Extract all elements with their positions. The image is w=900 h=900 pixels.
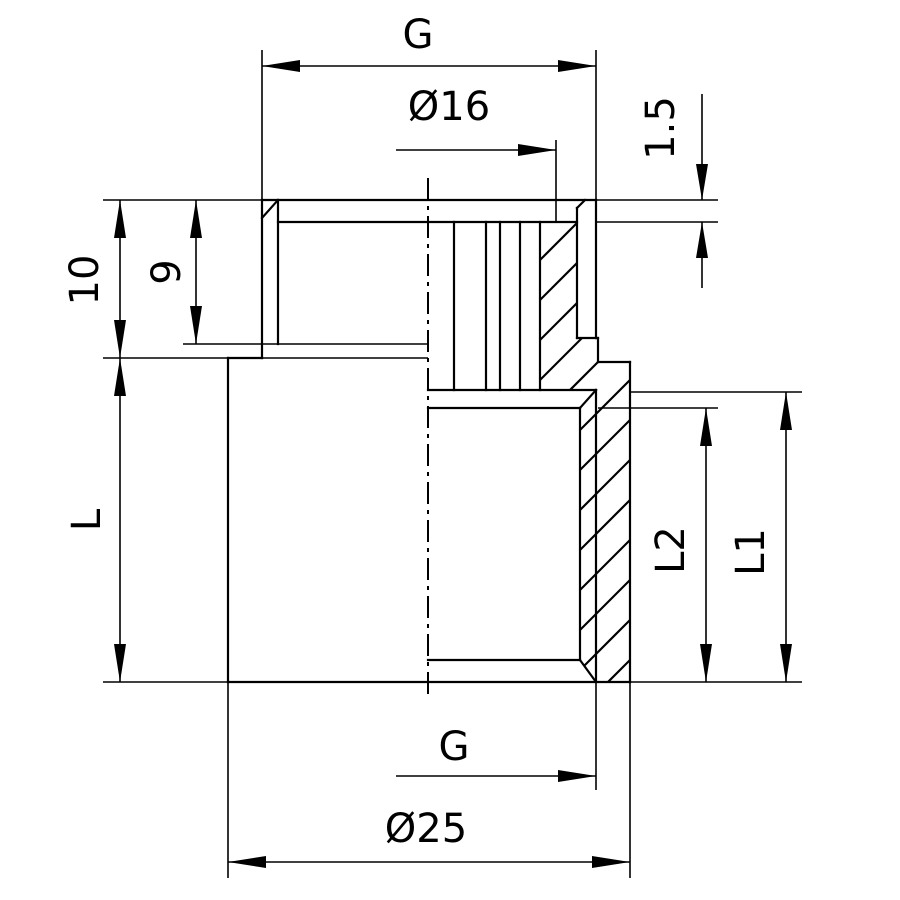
label-outer-diameter: Ø25 (385, 806, 467, 852)
extension-lines (103, 50, 802, 878)
label-top-depth: 10 (62, 255, 108, 306)
dim-top-depth: 10 (62, 200, 126, 358)
label-bottom-thread: G (439, 724, 470, 770)
part-outline (226, 198, 632, 684)
dim-top-thread: G (262, 12, 596, 72)
dim-bore-l2: L2 (648, 408, 712, 682)
label-lower-length: L (64, 508, 110, 531)
section-hatching (540, 222, 630, 682)
label-bore-l1: L1 (728, 528, 774, 576)
label-top-thread-depth: 9 (144, 259, 190, 284)
dim-lower-length: L (64, 358, 126, 682)
label-chamfer: 1.5 (638, 96, 684, 160)
label-inner-diameter: Ø16 (408, 84, 490, 130)
label-top-thread: G (403, 12, 434, 58)
dim-inner-diameter: Ø16 (396, 84, 556, 156)
label-bore-l2: L2 (648, 526, 694, 574)
dim-top-thread-depth: 9 (144, 200, 202, 344)
dim-chamfer: 1.5 (638, 94, 708, 288)
dim-outer-diameter: Ø25 (228, 806, 630, 868)
dim-bottom-thread: G (396, 724, 596, 782)
dim-bore-l1: L1 (728, 392, 792, 682)
